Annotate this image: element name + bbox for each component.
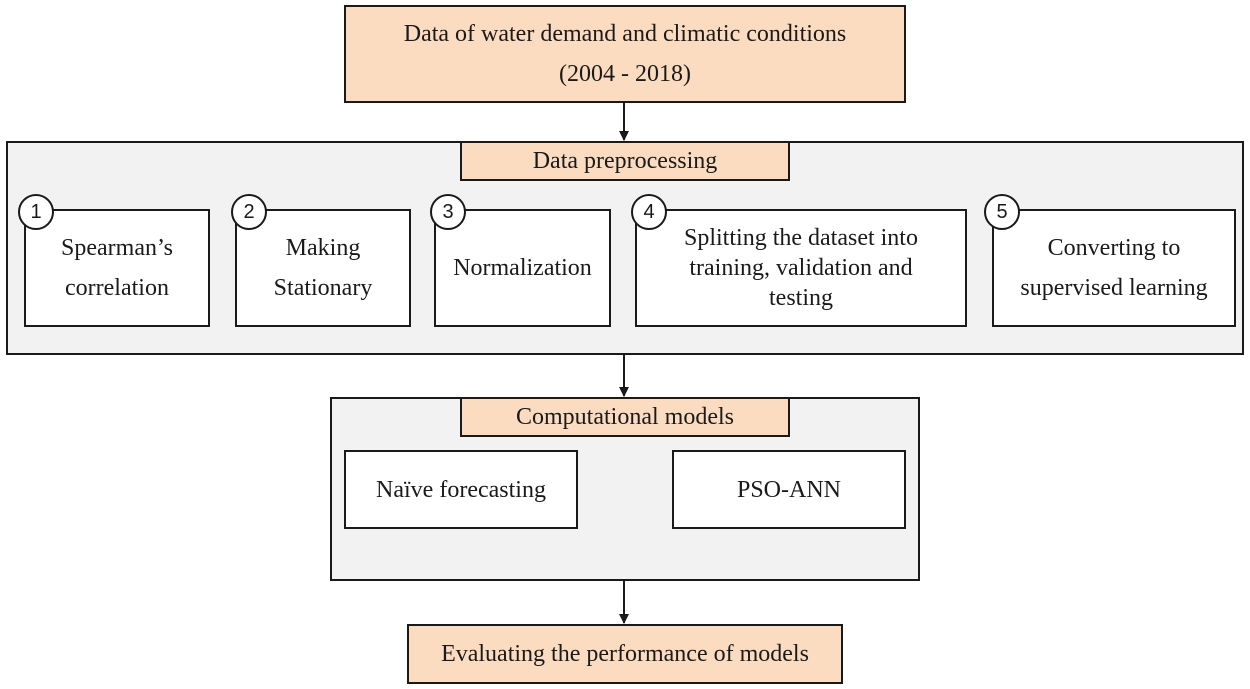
step-2-line1: Making [285, 235, 361, 261]
step-2-line2: Stationary [273, 275, 373, 301]
step-splitting-dataset: Splitting the dataset into training, val… [635, 209, 967, 327]
step-supervised-learning: Converting to supervised learning [992, 209, 1236, 327]
step-4-number: 4 [631, 194, 667, 230]
step-3-number: 3 [430, 194, 466, 230]
step-5-line2: supervised learning [1020, 275, 1208, 301]
data-source-line2: (2004 - 2018) [559, 61, 691, 87]
preprocessing-title: Data preprocessing [460, 141, 790, 181]
step-5-number: 5 [984, 194, 1020, 230]
step-1-line2: correlation [65, 275, 169, 301]
step-1-number: 1 [18, 194, 54, 230]
preprocessing-title-text: Data preprocessing [532, 148, 718, 174]
models-title: Computational models [460, 397, 790, 437]
evaluation-label: Evaluating the performance of models [441, 641, 809, 667]
step-2-number: 2 [231, 194, 267, 230]
models-title-text: Computational models [516, 404, 734, 430]
data-source-line1: Data of water demand and climatic condit… [403, 21, 847, 47]
step-1-line1: Spearman’s [61, 235, 173, 261]
step-3-line1: Normalization [453, 255, 592, 281]
step-making-stationary: Making Stationary [235, 209, 411, 327]
step-5-line1: Converting to [1047, 235, 1181, 261]
data-source-box: Data of water demand and climatic condit… [344, 5, 906, 103]
step-4-line3: testing [769, 285, 833, 311]
model-naive-forecasting: Naïve forecasting [344, 450, 578, 529]
model-naive-label: Naïve forecasting [376, 476, 546, 503]
model-pso-ann: PSO-ANN [672, 450, 906, 529]
step-spearman-correlation: Spearman’s correlation [24, 209, 210, 327]
model-pso-ann-label: PSO-ANN [736, 476, 841, 503]
step-4-line2: training, validation and [689, 255, 913, 281]
step-4-line1: Splitting the dataset into [684, 225, 918, 251]
evaluation-box: Evaluating the performance of models [407, 624, 843, 684]
step-normalization: Normalization [434, 209, 611, 327]
